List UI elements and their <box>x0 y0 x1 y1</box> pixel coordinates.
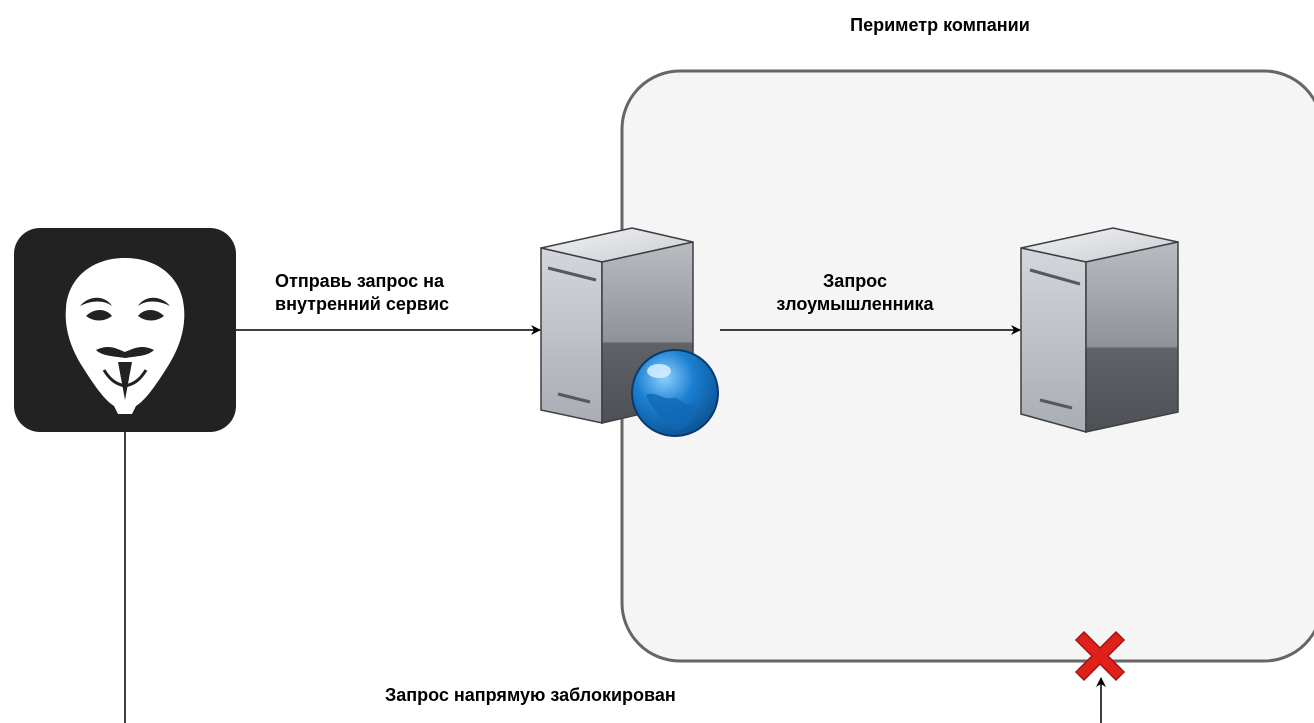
edge-label-line: внутренний сервис <box>275 294 450 314</box>
server-with-globe-icon <box>540 227 719 437</box>
internal-server-icon <box>1020 227 1179 433</box>
company-perimeter <box>620 69 1314 663</box>
edge-label-line: злоумышленника <box>776 294 934 314</box>
edge-label-line: Запрос <box>823 271 887 291</box>
edge-label-line: Отправь запрос на <box>275 271 445 291</box>
edge-label-direct-blocked: Запрос напрямую заблокирован <box>385 685 676 705</box>
edge-label-attacker-to-proxy: Отправь запрос на внутренний сервис <box>275 270 535 316</box>
hacker-mask-icon <box>14 228 236 432</box>
perimeter-title: Периметр компании <box>850 15 1030 35</box>
edge-label-proxy-to-internal: Запрос злоумышленника <box>730 270 980 316</box>
red-x-icon <box>1074 630 1126 682</box>
